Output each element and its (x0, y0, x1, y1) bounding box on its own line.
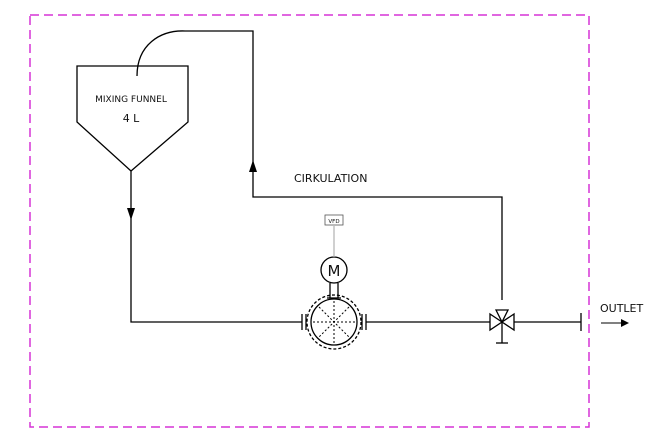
mixing-funnel: MIXING FUNNEL 4 L (76, 65, 189, 172)
funnel-name-label: MIXING FUNNEL (95, 95, 167, 105)
suction-line (130, 171, 302, 323)
return-line (136, 30, 503, 300)
pump-inlet-flange (301, 314, 307, 330)
flow-arrow-down (127, 208, 135, 220)
outlet-label: OUTLET (600, 302, 644, 315)
vfd-label: VFD (328, 219, 339, 225)
funnel-volume-label: 4 L (123, 112, 140, 125)
motor-shaft (327, 283, 341, 299)
circulation-arrow (249, 160, 257, 172)
vfd-box: VFD (324, 214, 344, 226)
pump-outlet-flange (361, 314, 367, 330)
motor-icon: M (320, 256, 348, 284)
pump-icon (306, 294, 362, 350)
motor-label: M (328, 262, 341, 280)
system-boundary (29, 14, 590, 428)
circulation-label: CIRKULATION (294, 172, 367, 185)
three-way-valve-icon (489, 309, 515, 344)
